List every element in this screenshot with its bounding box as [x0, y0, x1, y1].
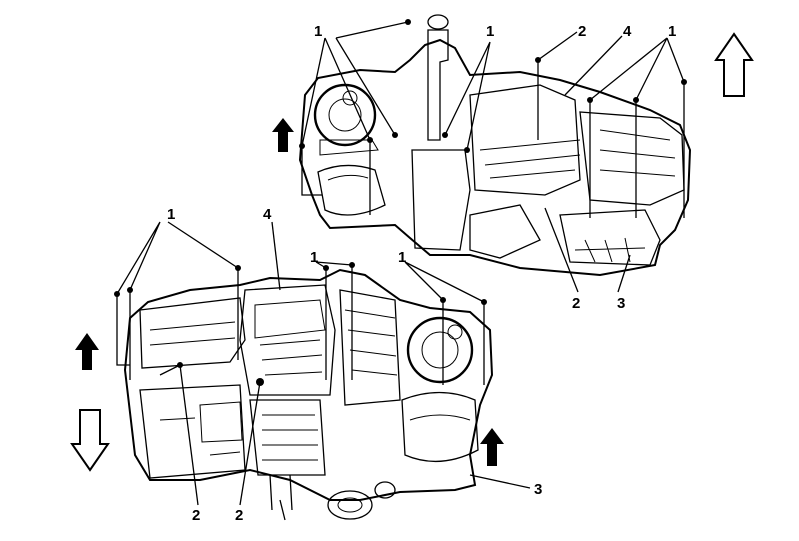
top-up-arrow-outline	[714, 32, 754, 97]
top-blower-motor	[313, 83, 377, 147]
bottom-callout-2a: 2	[192, 507, 200, 524]
top-callout-1c: 1	[668, 23, 676, 40]
bottom-callout-2b: 2	[235, 507, 243, 524]
bottom-blower-scroll	[401, 391, 479, 463]
bottom-callout-1a: 1	[167, 206, 175, 223]
top-vertical-duct	[427, 29, 449, 141]
top-callout-2: 2	[578, 23, 586, 40]
top-assembly: 1 1 2 4 1 2 3	[272, 14, 754, 312]
top-lower-case	[559, 209, 661, 266]
top-callout-4: 4	[623, 23, 632, 40]
bottom-assembly: 1 4 1 1 2 2 3	[70, 206, 542, 524]
bottom-housing	[123, 268, 494, 501]
bottom-callout-4: 4	[263, 206, 272, 223]
bottom-up-arrow-solid-right	[480, 428, 504, 466]
bottom-evaporator-case	[239, 284, 336, 396]
top-blower-scroll	[317, 164, 386, 216]
top-callout-1a: 1	[314, 23, 322, 40]
bottom-blower-motor	[406, 316, 474, 384]
top-evaporator-case	[469, 84, 581, 196]
top-callout-1b: 1	[486, 23, 494, 40]
bottom-up-arrow-solid-left	[75, 333, 99, 370]
bottom-motor-end	[327, 490, 373, 520]
bottom-callout-3: 3	[534, 481, 542, 498]
bottom-heater-case	[339, 289, 401, 406]
bottom-down-arrow-outline	[70, 409, 110, 472]
top-up-arrow-solid	[272, 118, 294, 152]
bottom-lower-case	[139, 384, 246, 479]
bottom-callout-1b: 1	[310, 249, 318, 266]
top-callout-3: 3	[617, 295, 625, 312]
bottom-callout-1c: 1	[398, 249, 406, 266]
top-callout-2b: 2	[572, 295, 580, 312]
